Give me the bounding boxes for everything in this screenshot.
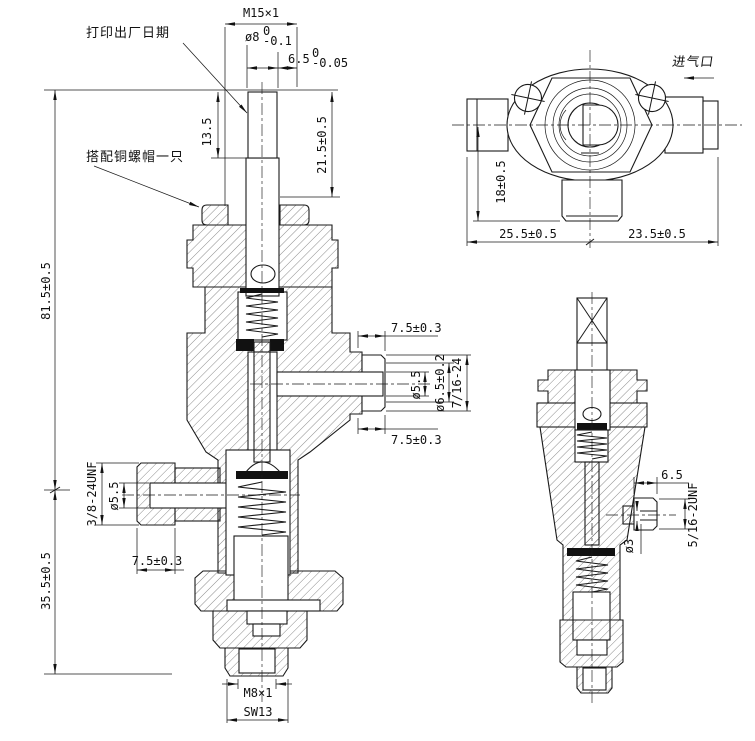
spring-washer-upper bbox=[240, 288, 284, 293]
piston-step1 bbox=[246, 610, 288, 625]
dim-stem-dia-label: ø8 bbox=[245, 30, 259, 44]
dim-side-port-len: 6.5 bbox=[661, 468, 683, 482]
dim-lport-thread: 3/8-24UNF bbox=[85, 461, 99, 526]
side-seal-lower bbox=[567, 548, 615, 556]
front-view bbox=[122, 82, 432, 702]
dim-m15-label: M15×1 bbox=[243, 6, 279, 20]
piston-step2 bbox=[252, 623, 281, 637]
side-port-tip bbox=[633, 497, 658, 531]
dim-side-bore: ø3 bbox=[622, 539, 636, 553]
nut-tab-left bbox=[201, 204, 229, 226]
top-bottom-port bbox=[561, 179, 623, 222]
dim-stem-dia-tol-upper: 0 bbox=[263, 24, 270, 38]
dim-rport-len-bottom: 7.5±0.3 bbox=[391, 433, 442, 447]
dim-13-5-label: 13.5 bbox=[200, 118, 214, 147]
piston bbox=[233, 535, 289, 603]
copper-nut-note: 搭配铜螺帽一只 bbox=[86, 149, 184, 165]
screw-right bbox=[635, 81, 669, 115]
dim-rport-thread: 7/16-24 bbox=[450, 358, 464, 409]
dim-lport-bore: ø5.5 bbox=[107, 482, 121, 511]
dim-18-label: 18±0.5 bbox=[494, 160, 508, 203]
screw-left bbox=[511, 81, 545, 115]
dim-wrench-size: SW13 bbox=[244, 705, 273, 719]
dim-stem-len-label: 6.5 bbox=[288, 52, 310, 66]
stem-pin-hole bbox=[250, 264, 276, 284]
side-view: 6.5 5/16-2UNF ø3 bbox=[536, 292, 700, 703]
left-port-bore bbox=[149, 482, 239, 509]
dim-rport-tip-dia: ø6.5±0.2 bbox=[433, 354, 447, 412]
dim-side-thread: 5/16-2UNF bbox=[686, 482, 700, 547]
side-stub-inner bbox=[582, 667, 607, 691]
dim-stem-len-tol-upper: 0 bbox=[312, 46, 319, 60]
dim-rport-bore: ø5.5 bbox=[409, 371, 423, 400]
stub-inner bbox=[238, 648, 276, 674]
dim-23-5-label: 23.5±0.5 bbox=[628, 227, 686, 241]
dim-stem-dia-tol-lower: -0.1 bbox=[263, 34, 292, 48]
seat-plate bbox=[226, 599, 321, 612]
stem-upper bbox=[247, 91, 278, 159]
dim-21-5-label: 21.5±0.5 bbox=[315, 116, 329, 174]
packing-seal-left bbox=[236, 339, 254, 351]
dim-lport-len: 7.5±0.3 bbox=[132, 554, 183, 568]
top-view: 18±0.5 25.5±0.5 23.5±0.5 进气口 bbox=[452, 50, 742, 248]
packing-seal-right bbox=[270, 339, 284, 351]
dim-stem-len-tol-lower: -0.05 bbox=[312, 56, 348, 70]
dim-rport-len-top: 7.5±0.3 bbox=[391, 321, 442, 335]
air-inlet-label: 进气口 bbox=[671, 54, 715, 70]
nut-tab-right bbox=[279, 204, 310, 226]
print-date-note: 打印出厂日期 bbox=[86, 26, 170, 41]
dim-35-5-label: 35.5±0.5 bbox=[39, 552, 53, 610]
dim-81-5-label: 81.5±0.5 bbox=[39, 262, 53, 320]
dim-25-5-label: 25.5±0.5 bbox=[499, 227, 557, 241]
front-view-dimensions: M15×1 ø8 0 -0.1 6.5 0 -0.05 81.5±0.5 35.… bbox=[39, 6, 471, 723]
dim-bottom-thread: M8×1 bbox=[244, 686, 273, 700]
